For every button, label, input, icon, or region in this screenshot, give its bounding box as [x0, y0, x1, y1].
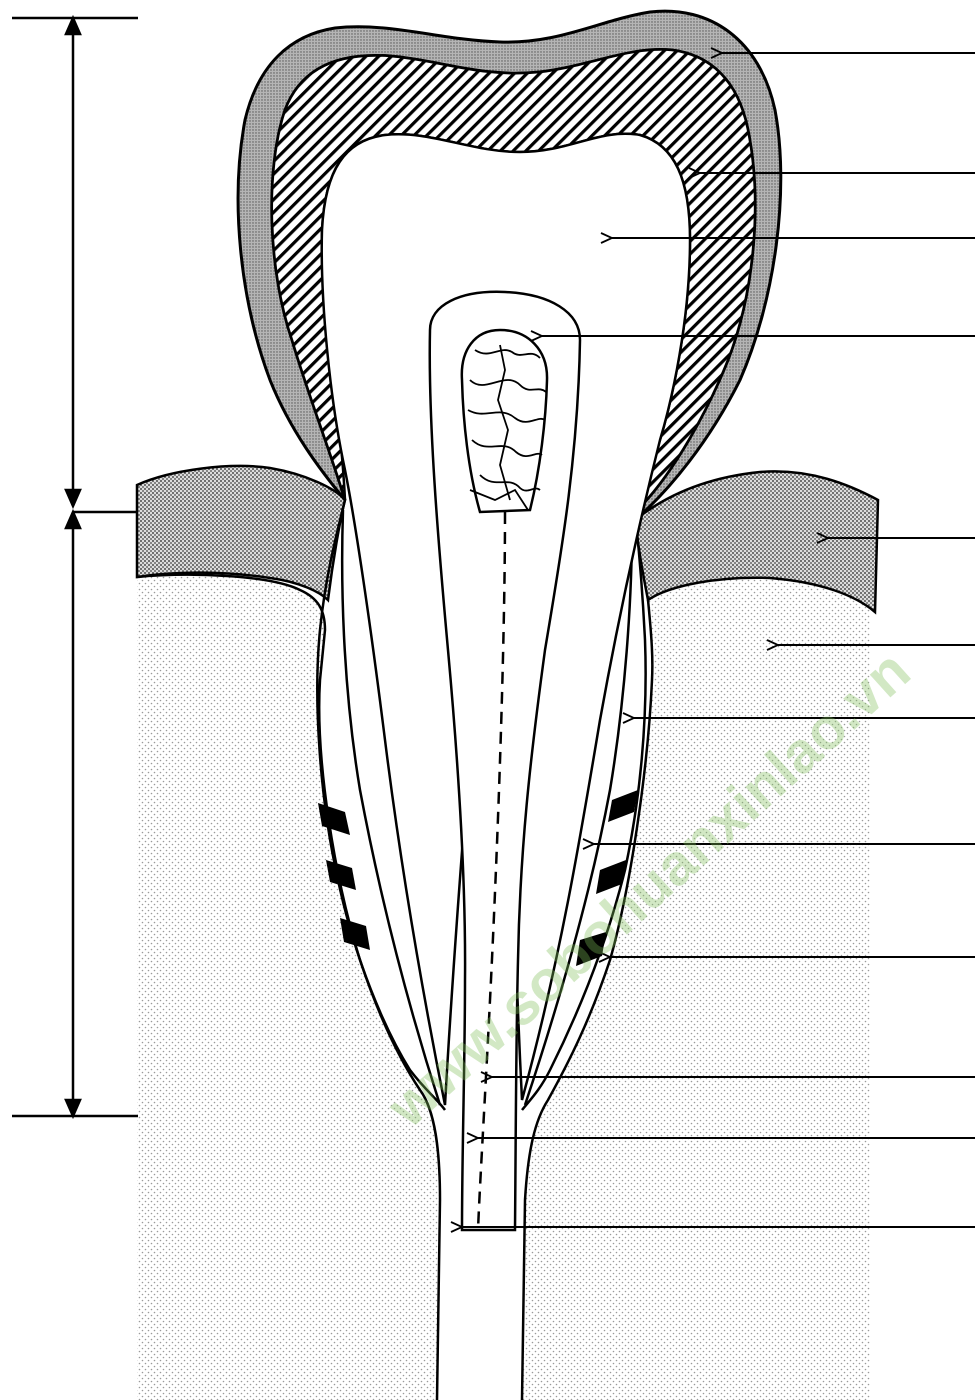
- crown-bracket: [12, 18, 138, 506]
- root-bracket: [12, 512, 138, 1116]
